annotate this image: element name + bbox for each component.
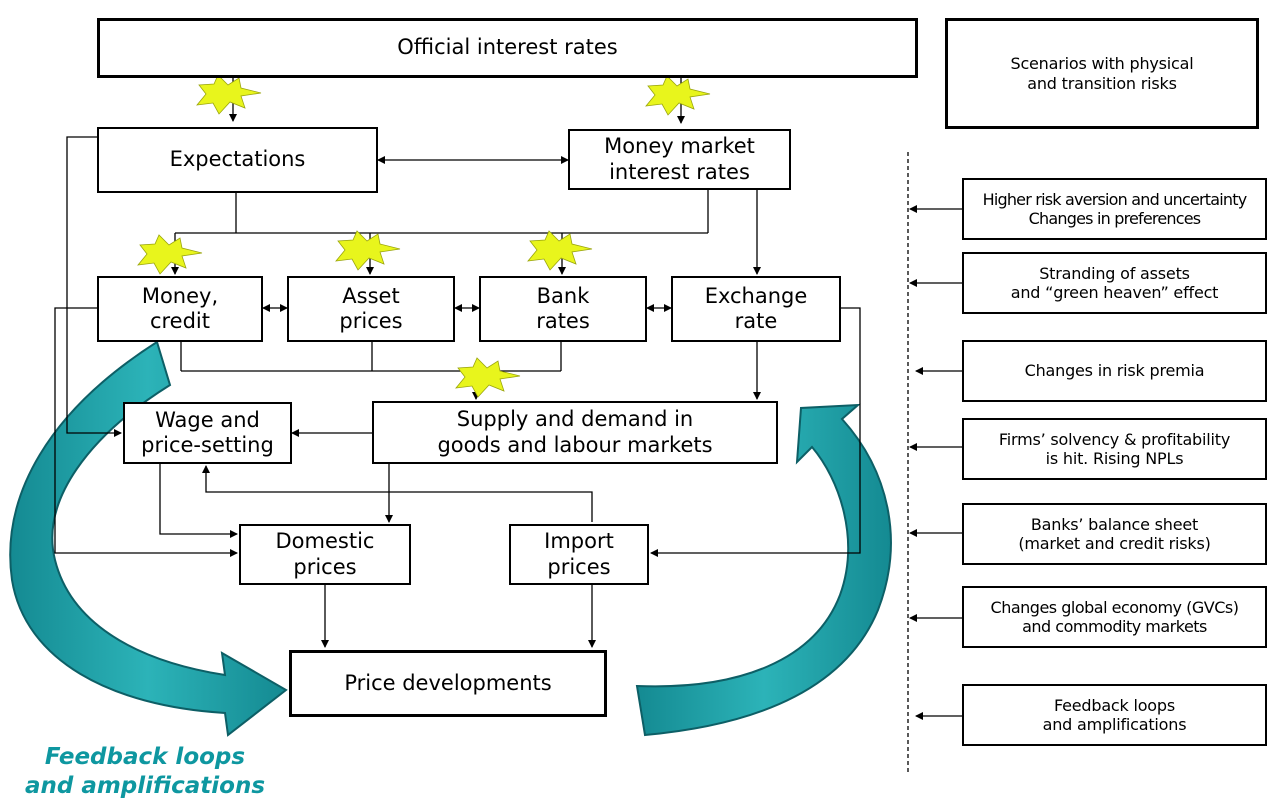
risk-box-global-economy: Changes global economy (GVCs) and commod…	[962, 586, 1267, 648]
risk-box-feedback-loops: Feedback loops and amplifications	[962, 684, 1267, 746]
shock-star-icon	[196, 74, 262, 115]
import-prices-box: Import prices	[509, 524, 649, 585]
shock-star-icon	[455, 357, 521, 398]
feedback-arrow-right-icon	[635, 403, 892, 737]
risk-box-banks-balance-sheet: Banks’ balance sheet (market and credit …	[962, 503, 1267, 565]
asset-prices-box: Asset prices	[287, 276, 455, 342]
risk-box-stranding-assets: Stranding of assets and “green heaven” e…	[962, 252, 1267, 314]
shock-star-icon	[645, 75, 711, 116]
shock-star-icon	[527, 230, 593, 271]
money-credit-box: Money, credit	[97, 276, 263, 342]
wage-price-setting-box: Wage and price-setting	[123, 402, 292, 464]
shock-star-icon	[335, 230, 401, 271]
feedback-arrow-left-icon	[9, 340, 288, 737]
risk-box-firms-solvency: Firms’ solvency & profitability is hit. …	[962, 418, 1267, 480]
expectations-box: Expectations	[97, 127, 378, 193]
supply-demand-box: Supply and demand in goods and labour ma…	[372, 401, 778, 464]
risk-box-risk-premia: Changes in risk premia	[962, 340, 1267, 402]
risk-box-risk-aversion: Higher risk aversion and uncertainty Cha…	[962, 178, 1267, 240]
shock-star-icon	[137, 234, 203, 275]
domestic-prices-box: Domestic prices	[239, 524, 411, 585]
money-market-rates-box: Money market interest rates	[568, 129, 791, 190]
price-developments-box: Price developments	[289, 650, 607, 717]
official-interest-rates-box: Official interest rates	[97, 18, 918, 78]
scenarios-box: Scenarios with physical and transition r…	[945, 18, 1259, 129]
bank-rates-box: Bank rates	[479, 276, 647, 342]
feedback-loops-caption: Feedback loops and amplifications	[24, 744, 266, 800]
exchange-rate-box: Exchange rate	[671, 276, 841, 342]
